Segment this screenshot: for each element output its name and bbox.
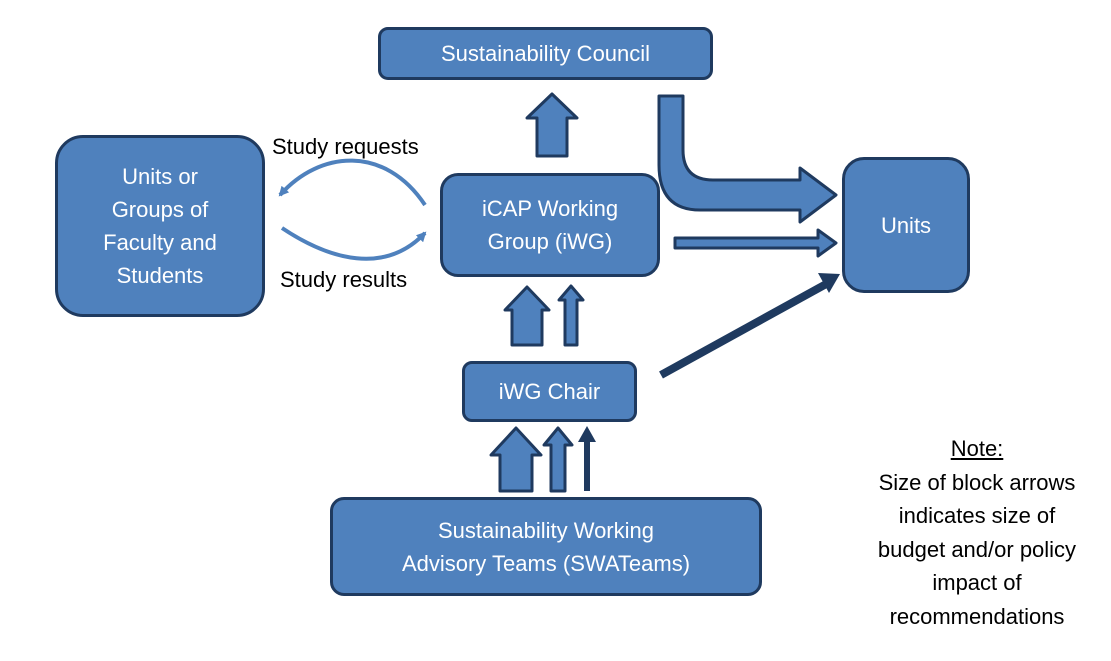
sustainability-council-label: Sustainability Council [440,41,651,66]
legend-note: Note: Size of block arrows indicates siz… [850,432,1104,633]
units-or-groups-label: Units or Groups of Faculty and Students [103,164,217,288]
iwg-chair-node: iWG Chair [462,361,637,422]
chair-to-units-head [818,273,840,293]
chair-to-units-line [659,279,830,379]
study-results-arrow [280,226,427,261]
icap-working-group-node: iCAP Working Group (iWG) [440,173,660,277]
swa-to-chair-arrow-thin-head [578,426,596,442]
council-to-units-arrow [657,94,838,224]
swa-to-chair-arrow-large [489,426,543,493]
iwg-to-units-arrow [673,228,838,258]
units-or-groups-node: Units or Groups of Faculty and Students [55,135,265,317]
swa-to-chair-arrow-medium [542,426,574,493]
chair-to-iwg-arrow-large [503,285,551,347]
iwg-chair-label: iWG Chair [498,379,601,404]
study-results-label: Study results [280,267,408,292]
note-body: Size of block arrows indicates size of b… [877,469,1077,629]
study-requests-label: Study requests [272,134,419,159]
swateams-label: Sustainability Working Advisory Teams (S… [401,517,691,576]
units-node: Units [842,157,970,293]
note-heading: Note: [950,436,1004,461]
units-label: Units [880,212,932,238]
iwg-to-council-arrow [525,92,579,158]
swateams-node: Sustainability Working Advisory Teams (S… [330,497,762,596]
study-requests-arrow [278,158,427,207]
chair-to-iwg-arrow-medium [557,284,585,347]
sustainability-council-node: Sustainability Council [378,27,713,80]
icap-working-group-label: iCAP Working Group (iWG) [481,196,619,254]
